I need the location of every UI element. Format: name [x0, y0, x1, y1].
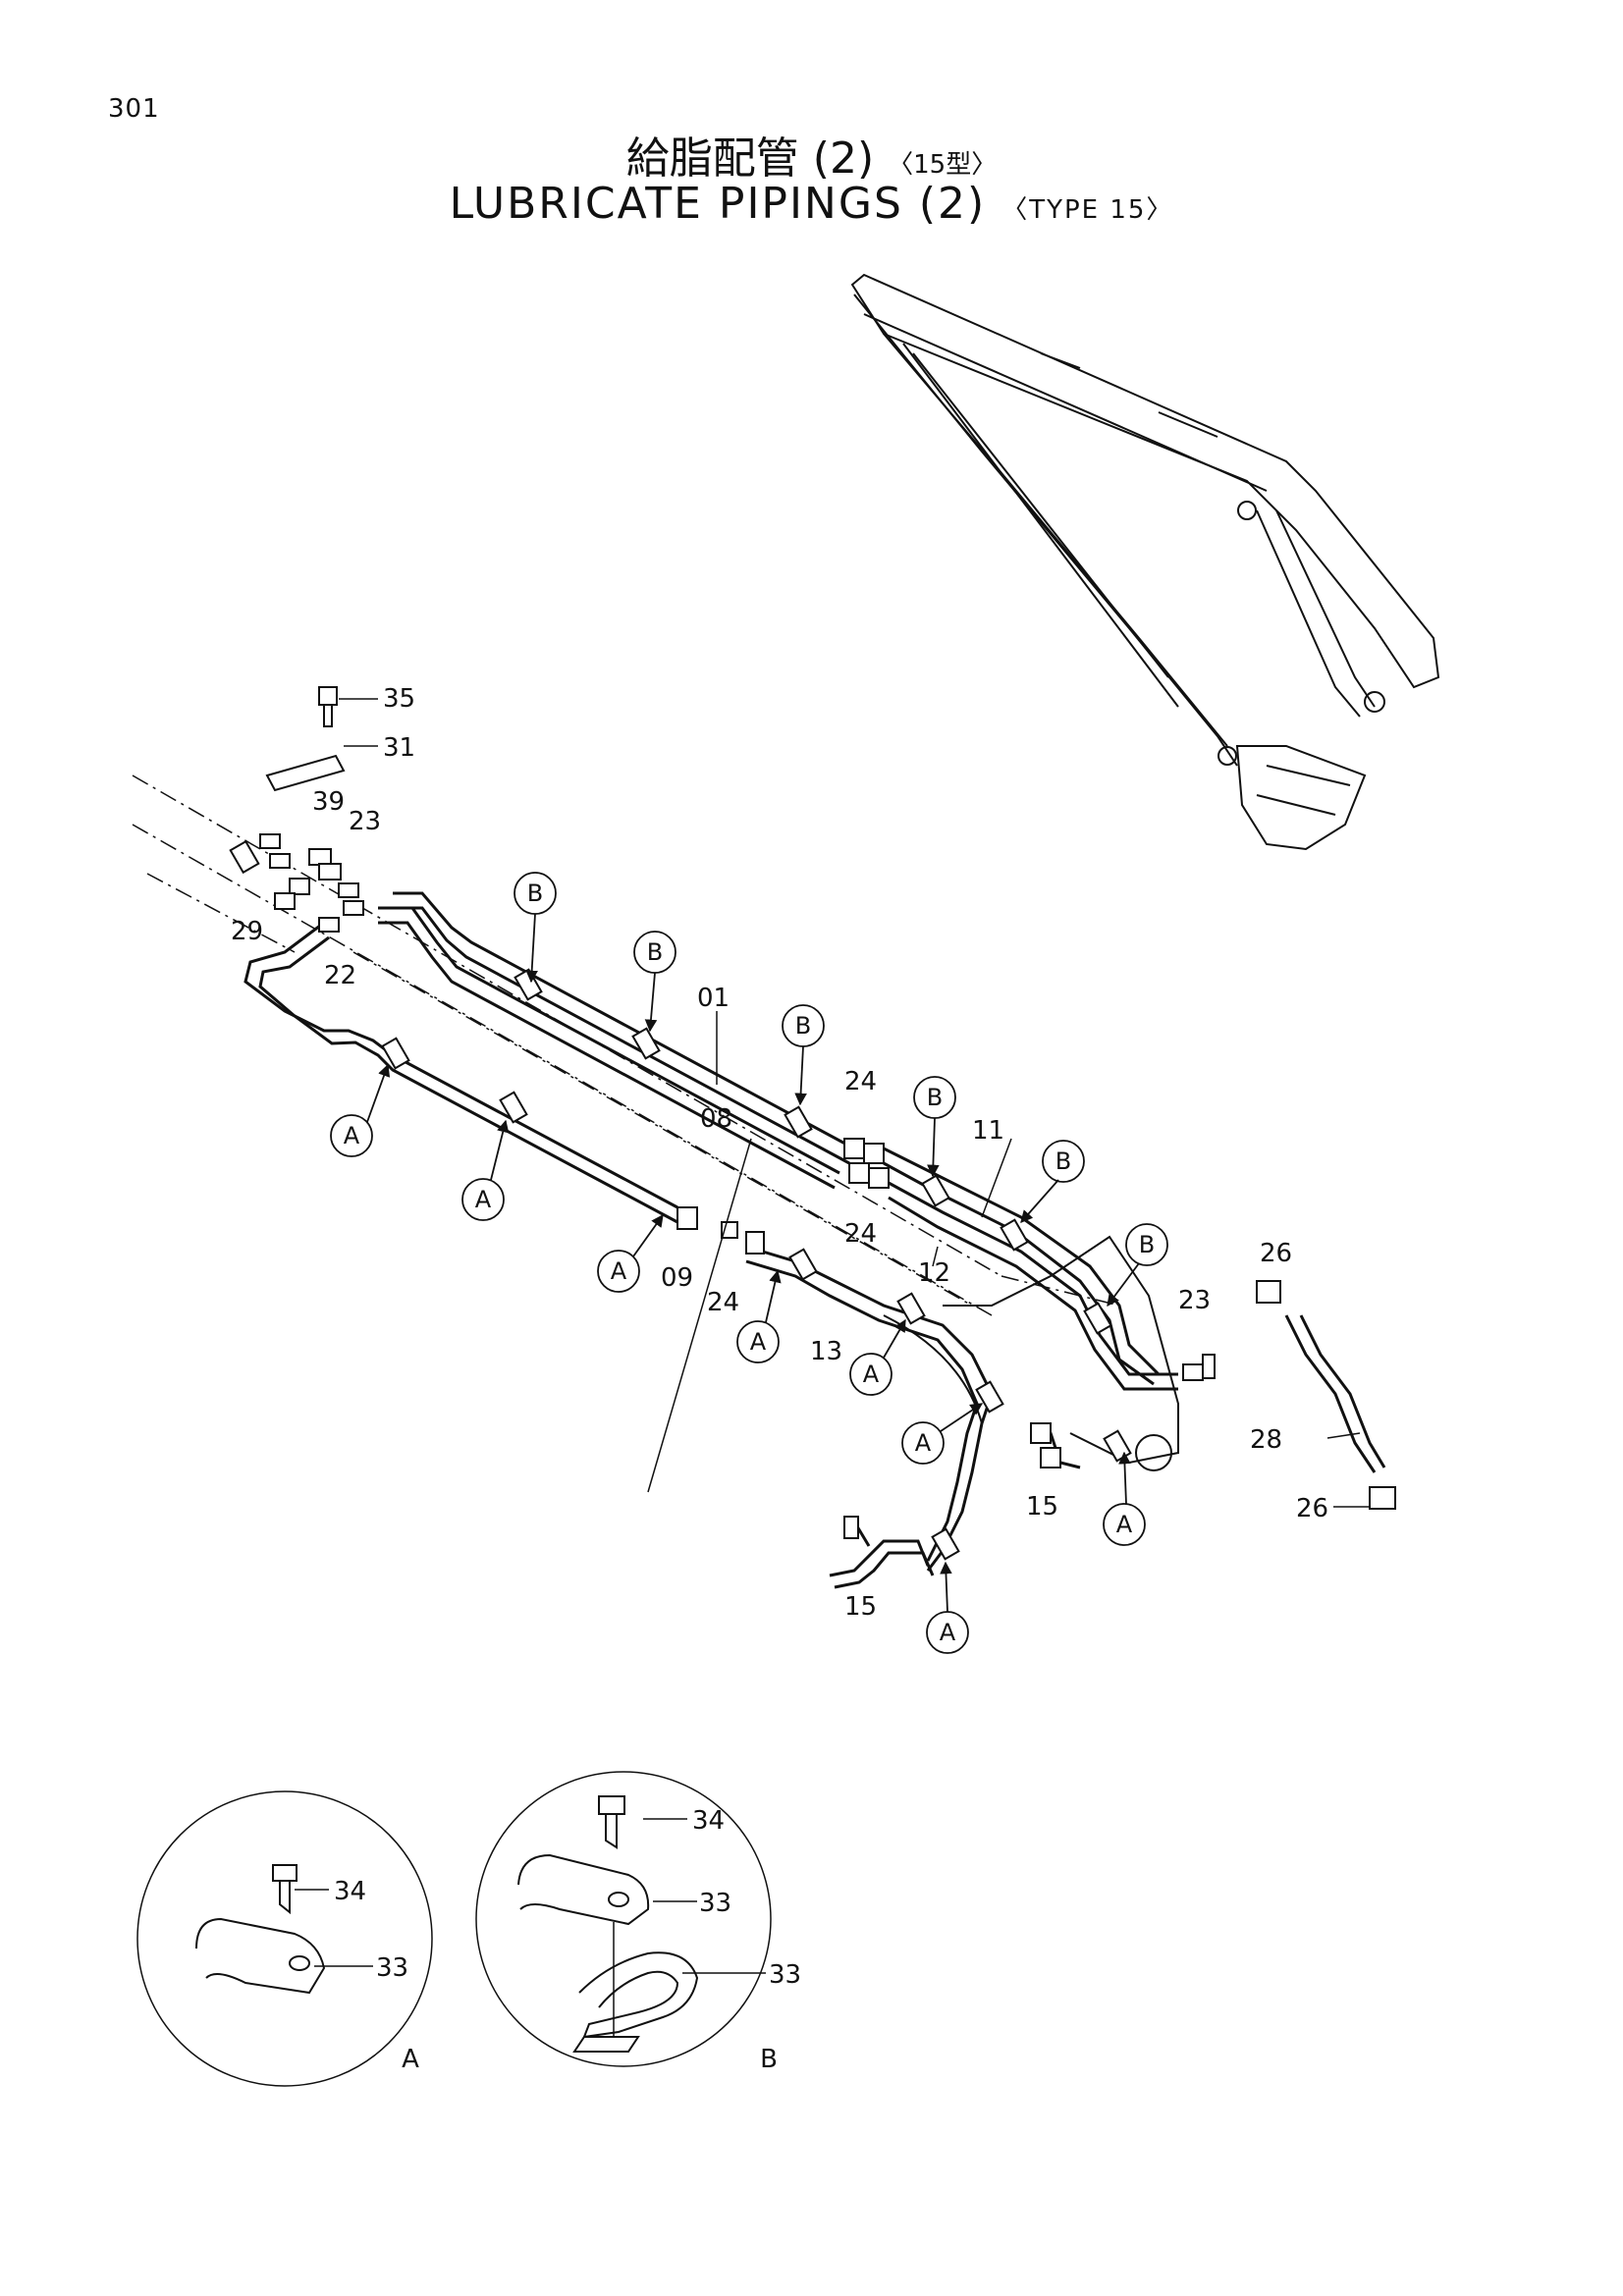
- detail-view-a-label: A: [402, 2045, 419, 2074]
- marker-b-6: B: [1107, 1223, 1168, 1308]
- part-label-08: 08: [700, 1104, 732, 1134]
- detail-view-b-label: B: [760, 2045, 778, 2074]
- svg-text:A: A: [915, 1429, 932, 1457]
- marker-b-4: B: [913, 1076, 956, 1178]
- svg-text:A: A: [1116, 1511, 1133, 1538]
- part-label-23-lower: 23: [1178, 1286, 1211, 1315]
- part-label-12: 12: [918, 1258, 950, 1288]
- part-label-34-detail-a: 34: [334, 1877, 366, 1906]
- title-japanese: 給脂配管 (2) 〈15型〉: [0, 123, 1623, 186]
- svg-text:B: B: [1139, 1231, 1155, 1258]
- part-label-33-detail-a: 33: [376, 1953, 408, 1983]
- part-label-15-left: 15: [844, 1592, 877, 1622]
- part-label-39: 39: [312, 787, 345, 817]
- title-english-text: LUBRICATE PIPINGS (2): [449, 179, 987, 229]
- svg-text:B: B: [527, 880, 543, 907]
- part-label-11: 11: [972, 1116, 1004, 1146]
- svg-text:A: A: [344, 1122, 360, 1149]
- svg-text:B: B: [927, 1084, 943, 1111]
- title-english: LUBRICATE PIPINGS (2) 〈TYPE 15〉: [0, 179, 1623, 229]
- part-label-24-middle: 24: [844, 1219, 877, 1249]
- marker-a-4: A: [736, 1269, 782, 1363]
- part-label-24-upper: 24: [844, 1067, 877, 1096]
- svg-text:A: A: [863, 1361, 880, 1388]
- fittings: [229, 686, 1396, 1539]
- detail-view-a: [136, 1790, 433, 2087]
- part-label-33-detail-b-upper: 33: [699, 1889, 731, 1918]
- part-28-hose: [1284, 1314, 1386, 1473]
- part-label-22: 22: [324, 961, 356, 990]
- leader-lines: [295, 698, 1370, 2037]
- pipe-a-line: [243, 921, 1081, 1589]
- pipe-b-line-upper: [378, 891, 855, 1190]
- marker-b-2: B: [633, 931, 676, 1033]
- title-english-type-tag: 〈TYPE 15〉: [1001, 195, 1174, 225]
- part-label-23-upper: 23: [349, 807, 381, 836]
- clamp-markers: B B B B B B A A A A A A A A: [330, 872, 1168, 1654]
- svg-text:A: A: [611, 1257, 627, 1285]
- marker-a-5: A: [849, 1318, 906, 1396]
- detail-view-b: [475, 1771, 772, 2067]
- marker-b-3: B: [782, 1004, 825, 1106]
- part-label-15-right: 15: [1026, 1492, 1058, 1522]
- marker-a-3: A: [597, 1213, 664, 1293]
- page-number: 301: [108, 94, 160, 124]
- part-label-09: 09: [661, 1263, 693, 1293]
- marker-a-1: A: [330, 1063, 391, 1157]
- svg-text:A: A: [940, 1619, 956, 1646]
- part-label-28: 28: [1250, 1425, 1282, 1455]
- marker-b-5: B: [1020, 1140, 1085, 1223]
- marker-a-7: A: [1103, 1451, 1146, 1546]
- part-label-01: 01: [697, 984, 730, 1013]
- part-label-31: 31: [383, 733, 415, 763]
- pipe-b-line-lower: [883, 1147, 1178, 1391]
- clamps: [381, 968, 1132, 1561]
- part-label-29: 29: [231, 917, 263, 946]
- part-label-35: 35: [383, 684, 415, 714]
- marker-a-2: A: [461, 1119, 510, 1221]
- svg-text:A: A: [475, 1186, 492, 1213]
- part-labels: 35 31 39 23 29 22 01 08 24 24 24 11 12 0…: [231, 684, 1328, 1990]
- excavator-boom-overview: [850, 273, 1440, 851]
- marker-b-1: B: [514, 872, 557, 984]
- marker-a-8: A: [926, 1561, 969, 1654]
- svg-text:B: B: [795, 1012, 811, 1040]
- svg-text:B: B: [1055, 1148, 1071, 1175]
- part-label-26-upper: 26: [1260, 1239, 1292, 1268]
- part-label-33-detail-b-lower: 33: [769, 1960, 801, 1990]
- title-japanese-type-tag: 〈15型〉: [888, 150, 998, 180]
- part-label-13: 13: [810, 1337, 842, 1366]
- part-label-24-lower: 24: [707, 1288, 739, 1317]
- part-label-26-lower: 26: [1296, 1494, 1328, 1523]
- part-label-34-detail-b: 34: [692, 1806, 725, 1836]
- title-japanese-text: 給脂配管 (2): [625, 133, 875, 184]
- marker-a-6: A: [901, 1403, 984, 1465]
- svg-text:A: A: [750, 1328, 767, 1356]
- svg-text:B: B: [647, 938, 663, 966]
